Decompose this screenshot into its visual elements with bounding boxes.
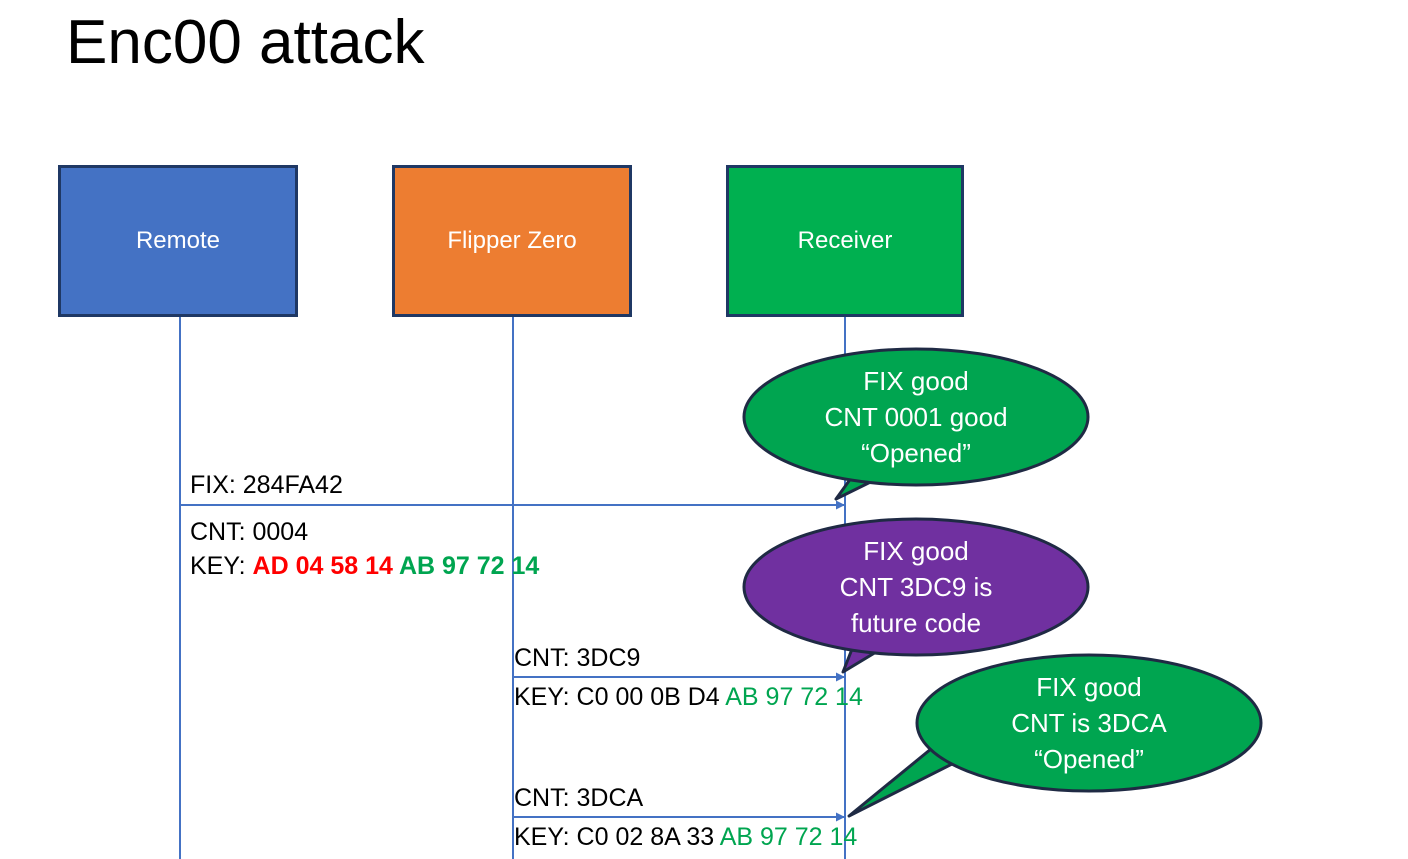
callout-1-ellipse <box>742 347 1090 487</box>
actor-label-receiver: Receiver <box>797 227 893 254</box>
m2-key-seg-2: AB 97 72 14 <box>725 683 863 711</box>
actor-box-flipper[interactable]: Flipper Zero <box>392 165 632 317</box>
message-label-cnt-3dc9: CNT: 3DC9 <box>514 644 641 672</box>
message-label-key-3dca: KEY: C0 02 8A 33 AB 97 72 14 <box>514 822 857 852</box>
callout-2-line-2: CNT 3DC9 is <box>839 572 993 602</box>
m3-key-seg-2: AB 97 72 14 <box>719 823 858 851</box>
callout-2-line-1: FIX good <box>863 536 969 566</box>
m3-key-seg-1: KEY: C0 02 8A 33 <box>514 823 720 851</box>
m2-key-seg-1: KEY: C0 00 0B D4 <box>514 683 726 711</box>
actor-box-remote[interactable]: Remote <box>58 165 298 317</box>
page-title: Enc00 attack <box>66 8 425 77</box>
callout-1-line-1: FIX good <box>863 366 969 396</box>
message-label-fix: FIX: 284FA42 <box>190 471 343 499</box>
callout-shapes-group <box>742 347 1263 818</box>
callout-1-line-3: “Opened” <box>861 438 971 468</box>
m1-key-seg-2: AD 04 58 14 <box>252 552 399 580</box>
actor-label-flipper: Flipper Zero <box>447 227 577 254</box>
actor-box-receiver[interactable]: Receiver <box>726 165 964 317</box>
message-label-key-3dc9: KEY: C0 00 0B D4 AB 97 72 14 <box>514 682 863 712</box>
callout-3-ellipse <box>915 653 1263 793</box>
message-label-cnt-3dca: CNT: 3DCA <box>514 784 644 812</box>
m1-key-seg-1: KEY: <box>190 552 253 580</box>
callout-2-ellipse <box>742 517 1090 657</box>
callout-3-line-2: CNT is 3DCA <box>1011 708 1167 738</box>
m1-key-seg-3: AB 97 72 14 <box>398 552 540 580</box>
callout-2-line-3: future code <box>850 608 982 638</box>
message-label-key-remote: KEY: AD 04 58 14 AB 97 72 14 <box>190 551 539 581</box>
callout-3-line-3: “Opened” <box>1034 744 1144 774</box>
message-label-cnt-0004: CNT: 0004 <box>190 518 309 546</box>
message-arrows-group <box>180 500 845 822</box>
callout-3-line-1: FIX good <box>1036 672 1142 702</box>
callout-1-line-2: CNT 0001 good <box>824 402 1008 432</box>
actor-label-remote: Remote <box>135 227 221 254</box>
